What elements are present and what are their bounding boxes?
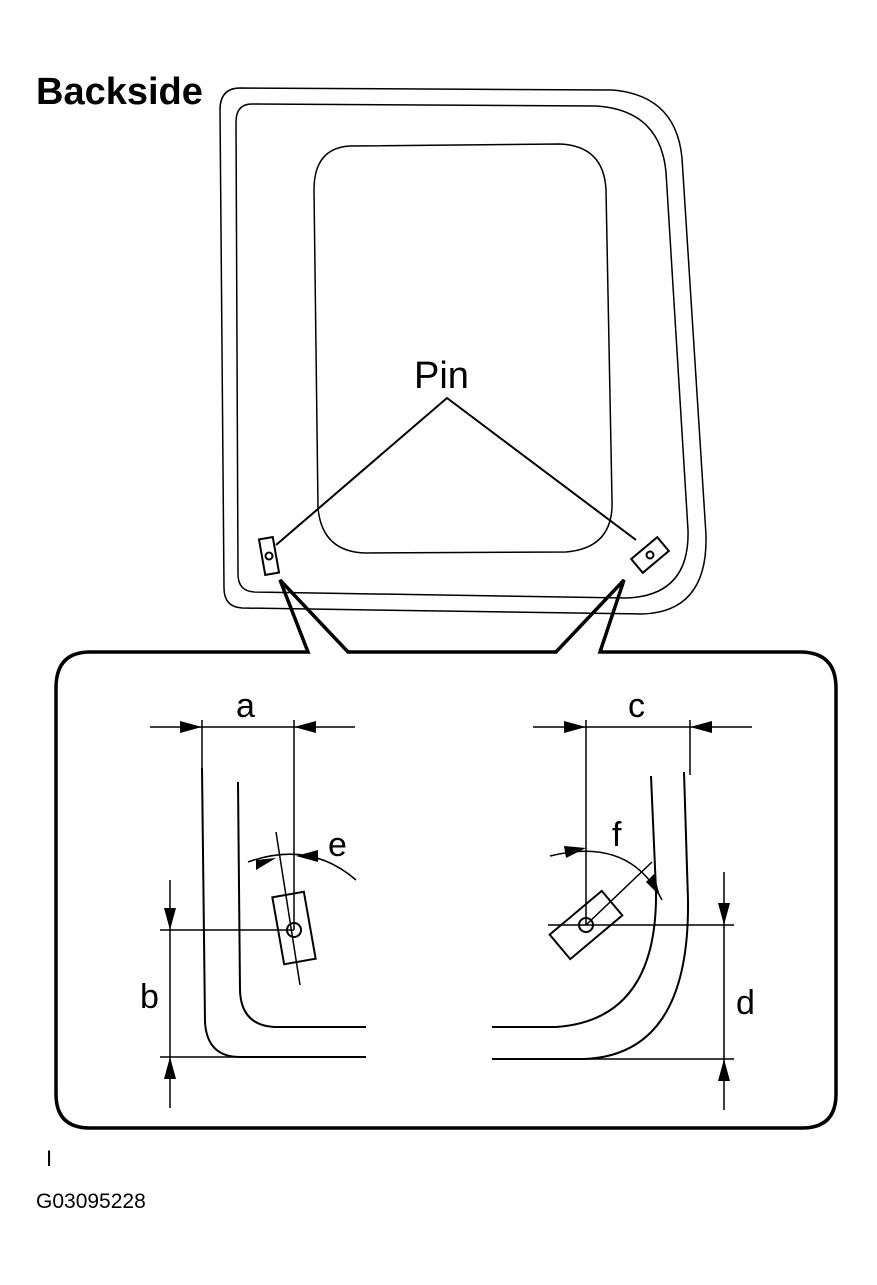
glass-outer-edge bbox=[219, 87, 707, 615]
right-detail: c f d bbox=[492, 687, 755, 1110]
angle-f-arrow-right bbox=[646, 874, 660, 896]
left-detail-pin bbox=[271, 890, 317, 966]
figure-code: G03095228 bbox=[36, 1190, 146, 1213]
backside-title: Backside bbox=[36, 71, 203, 113]
dim-c-label: c bbox=[628, 687, 645, 725]
angle-e-arrow-right bbox=[296, 850, 318, 862]
right-detail-pin bbox=[548, 889, 624, 961]
dim-a-arrow-left bbox=[180, 721, 202, 733]
glass-molding-edge bbox=[235, 103, 689, 599]
angle-f-label: f bbox=[612, 816, 622, 854]
left-detail-glass-edge-inner bbox=[237, 781, 366, 1028]
dim-d-arrow-top bbox=[718, 903, 730, 925]
detail-callout-frame bbox=[54, 578, 838, 1130]
dim-c-arrow-right bbox=[690, 721, 712, 733]
angle-e-arrow-left bbox=[256, 858, 276, 870]
dim-b-arrow-top bbox=[164, 908, 176, 930]
right-detail-glass-edge-inner bbox=[492, 775, 658, 1028]
pin-label: Pin bbox=[414, 355, 469, 397]
corner-mark: I bbox=[46, 1146, 52, 1171]
pin-leader-lines bbox=[275, 396, 637, 546]
window-glass-outline bbox=[219, 87, 707, 615]
dim-b-arrow-bottom bbox=[164, 1057, 176, 1079]
angle-f-arc bbox=[549, 850, 663, 901]
left-pin-axis bbox=[275, 831, 301, 986]
right-pin-axis bbox=[585, 861, 653, 926]
right-pin bbox=[629, 535, 671, 575]
glass-inner-ceramic-edge bbox=[313, 143, 613, 554]
left-pin bbox=[257, 535, 281, 577]
angle-e-label: e bbox=[328, 826, 347, 864]
dim-c-arrow-left bbox=[564, 721, 586, 733]
dim-d-label: d bbox=[736, 984, 755, 1022]
dim-a-label: a bbox=[236, 687, 255, 725]
dim-d-arrow-bottom bbox=[718, 1059, 730, 1081]
dim-a-arrow-right bbox=[294, 721, 316, 733]
angle-f-arrow-left bbox=[564, 846, 586, 858]
left-detail-glass-edge-outer bbox=[201, 767, 366, 1058]
dim-b-label: b bbox=[140, 978, 159, 1016]
right-detail-glass-edge-outer bbox=[492, 771, 690, 1060]
left-detail: a e b bbox=[140, 687, 366, 1108]
